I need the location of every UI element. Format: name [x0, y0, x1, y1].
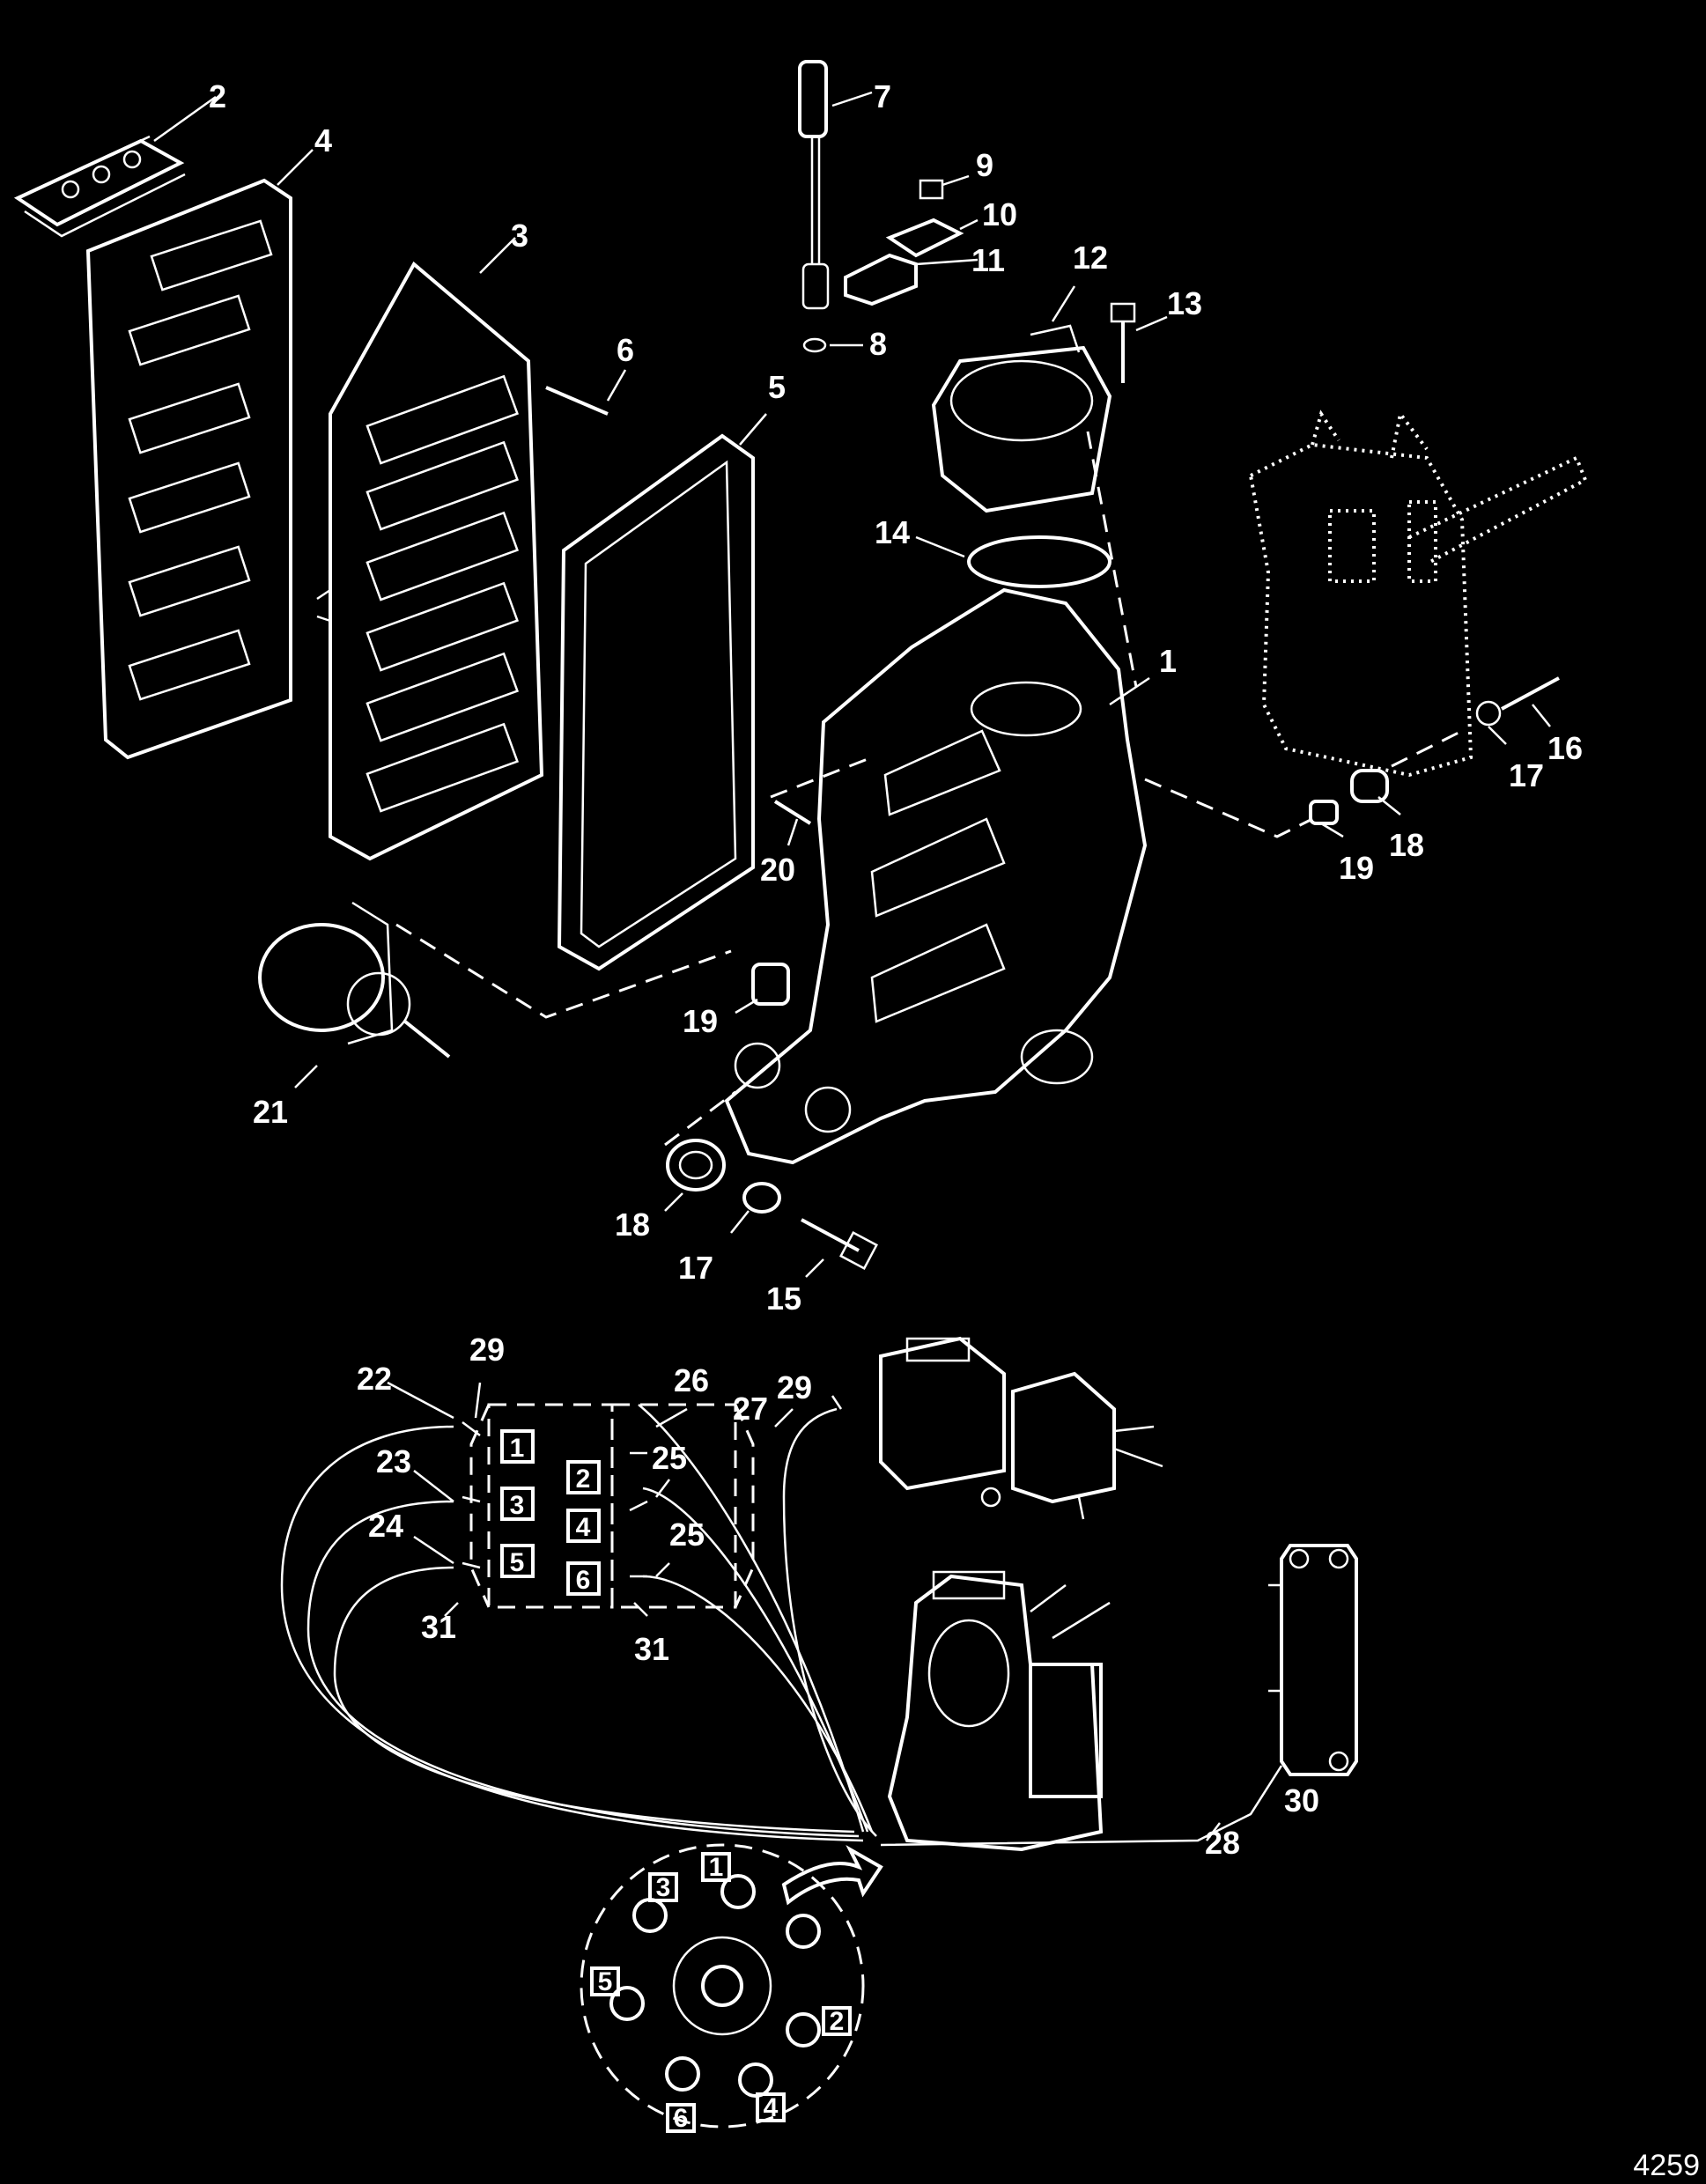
leader-13: [1086, 431, 1138, 688]
callout-8: 8: [869, 326, 887, 362]
sensor-part-7: [798, 60, 873, 353]
callout-3: 3: [511, 218, 528, 254]
callout-7: 7: [874, 78, 891, 114]
callout-17-left: 17: [678, 1250, 713, 1286]
lower-hardware-parts: [664, 1139, 878, 1278]
callout-18-right: 18: [1389, 827, 1424, 863]
callout-25-lower: 25: [669, 1516, 705, 1553]
hoses: [280, 1404, 1283, 1847]
o-ring-part: [915, 535, 1111, 588]
port-number-1: 1: [510, 1434, 525, 1463]
callout-31-right: 31: [634, 1631, 669, 1667]
firing-position-2: 2: [830, 2007, 845, 2036]
callout-29-right: 29: [777, 1369, 812, 1406]
callout-10: 10: [982, 196, 1017, 232]
callout-14: 14: [875, 514, 910, 550]
cooler-part: [1268, 1544, 1358, 1776]
reed-plate-part: [316, 237, 544, 861]
callout-31-left: 31: [421, 1609, 456, 1645]
lower-leaders: [387, 1381, 1221, 1841]
callout-12: 12: [1073, 240, 1108, 276]
callout-19-left: 19: [683, 1003, 718, 1039]
callout-23: 23: [376, 1443, 411, 1479]
firing-position-1: 1: [709, 1853, 724, 1882]
gasket-plate-part: [85, 149, 314, 760]
sensor-bracket-parts: [844, 174, 979, 306]
firing-position-6: 6: [674, 2104, 689, 2133]
callout-17-right: 17: [1509, 757, 1544, 793]
callout-28: 28: [1205, 1825, 1240, 1861]
callout-1: 1: [1159, 643, 1177, 679]
callout-25-upper: 25: [652, 1440, 687, 1476]
sensor-housing-part: [258, 901, 451, 1088]
callout-19-right: 19: [1339, 850, 1374, 886]
bushing-part-19-lower: [735, 963, 790, 1015]
reed-block-part: [13, 95, 217, 238]
intake-manifold-part: [724, 587, 1150, 1165]
throttle-assembly-lower: [879, 1336, 1163, 1520]
leader-lower-hardware: [664, 1090, 736, 1147]
firing-position-5: 5: [598, 1967, 613, 1996]
leader-21: [395, 923, 732, 1019]
cylinder-port-block: [469, 1403, 755, 1609]
gasket-part-5: [557, 413, 767, 971]
bolt-part-13: [1110, 302, 1168, 383]
bushing-parts-right: [1309, 769, 1401, 838]
bolt-part-16: [1475, 676, 1560, 745]
callout-2: 2: [209, 78, 226, 114]
callout-22: 22: [357, 1361, 392, 1397]
port-number-boxes: 1 2 3 4 5 6: [500, 1429, 601, 1596]
callout-24: 24: [368, 1508, 403, 1544]
callout-13: 13: [1167, 285, 1202, 321]
port-number-4: 4: [576, 1513, 591, 1542]
callout-11: 11: [971, 242, 1005, 278]
phantom-assembly-upper: [1248, 410, 1588, 778]
callout-29-left: 29: [469, 1332, 505, 1368]
callout-16: 16: [1547, 730, 1583, 766]
leader-1: [1144, 778, 1313, 838]
vapor-separator-assembly: [887, 1570, 1111, 1852]
port-number-6: 6: [576, 1566, 591, 1595]
screw-part-6: [545, 369, 627, 416]
callout-9: 9: [976, 147, 993, 183]
callout-15: 15: [766, 1280, 801, 1317]
leader-20: [770, 756, 873, 799]
callout-21: 21: [253, 1094, 288, 1130]
throttle-body-part: [931, 285, 1112, 513]
port-number-3: 3: [510, 1491, 525, 1520]
callout-4: 4: [314, 122, 332, 159]
callout-6: 6: [617, 332, 634, 368]
callout-18-left: 18: [615, 1206, 650, 1243]
callout-27: 27: [733, 1391, 768, 1427]
firing-position-3: 3: [656, 1873, 671, 1902]
firing-order-labels: 1 2 3 4 5 6: [590, 1852, 852, 2133]
callout-26: 26: [674, 1362, 709, 1398]
leader-18-19-right: [1391, 729, 1463, 768]
figure-reference-number: 4259: [1633, 2149, 1700, 2182]
screw-part-20: [773, 800, 812, 846]
callout-5: 5: [768, 369, 786, 405]
firing-position-4: 4: [764, 2093, 779, 2122]
port-number-5: 5: [510, 1548, 525, 1577]
port-number-2: 2: [576, 1465, 591, 1494]
callout-20: 20: [760, 852, 795, 888]
firing-order-disc: [580, 1843, 883, 2129]
callout-labels: 2 4 3 6 5 7 9 10 11 8 12 13 14 1 16 17 1…: [209, 78, 1583, 1861]
callout-30: 30: [1284, 1782, 1319, 1819]
